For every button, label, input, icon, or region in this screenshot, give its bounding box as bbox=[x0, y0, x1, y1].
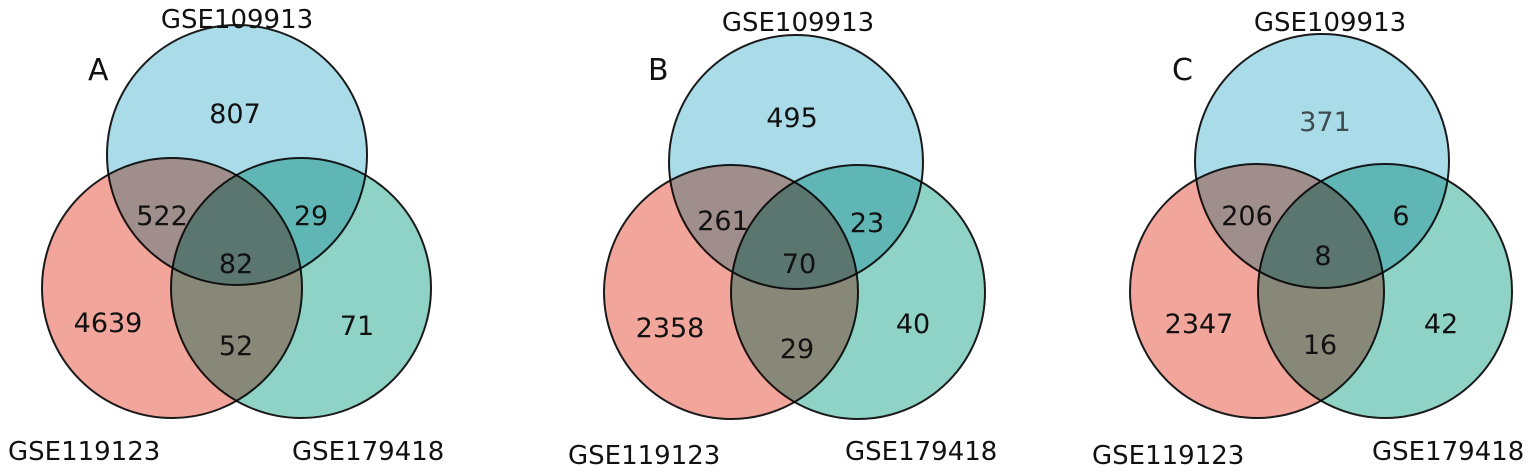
count-all: 82 bbox=[219, 249, 253, 280]
set-label-left: GSE119123 bbox=[1092, 441, 1244, 471]
set-label-left: GSE119123 bbox=[8, 437, 160, 467]
set-label-top: GSE109913 bbox=[161, 5, 313, 35]
count-left-only: 2358 bbox=[636, 313, 705, 344]
count-top-only: 807 bbox=[209, 99, 261, 130]
set-label-top: GSE109913 bbox=[1254, 8, 1406, 38]
set-label-top: GSE109913 bbox=[722, 8, 874, 38]
set-circle-right bbox=[730, 164, 986, 420]
panel-letter: A bbox=[88, 53, 109, 88]
set-label-right: GSE179418 bbox=[845, 437, 997, 467]
set-label-left: GSE119123 bbox=[568, 441, 720, 471]
count-all: 70 bbox=[782, 249, 816, 280]
count-top-right: 6 bbox=[1392, 201, 1409, 232]
count-left-only: 2347 bbox=[1165, 309, 1234, 340]
panel-letter: B bbox=[648, 53, 669, 88]
set-label-right: GSE179418 bbox=[292, 437, 444, 467]
panel-letter: C bbox=[1172, 53, 1193, 88]
count-right-only: 71 bbox=[340, 311, 374, 342]
count-all: 8 bbox=[1314, 241, 1331, 272]
set-circle-right bbox=[170, 157, 432, 419]
count-top-right: 23 bbox=[850, 208, 884, 239]
count-top-only: 371 bbox=[1299, 107, 1351, 138]
count-top-left: 261 bbox=[697, 206, 749, 237]
count-left-right: 16 bbox=[1303, 330, 1337, 361]
count-left-only: 4639 bbox=[74, 308, 143, 339]
venn-panel-c: C GSE109913 GSE119123 GSE179418 371 206 … bbox=[1092, 8, 1524, 471]
set-label-right: GSE179418 bbox=[1372, 437, 1524, 467]
count-top-left: 206 bbox=[1221, 201, 1273, 232]
count-right-only: 42 bbox=[1424, 309, 1458, 340]
count-left-right: 52 bbox=[219, 331, 253, 362]
count-top-right: 29 bbox=[294, 201, 328, 232]
venn-panel-a: A GSE109913 GSE119123 GSE179418 807 522 … bbox=[8, 5, 444, 467]
set-circle-right bbox=[1257, 163, 1513, 419]
count-top-left: 522 bbox=[136, 201, 188, 232]
count-left-right: 29 bbox=[780, 334, 814, 365]
venn-panel-b: B GSE109913 GSE119123 GSE179418 495 261 … bbox=[568, 8, 997, 471]
count-top-only: 495 bbox=[766, 103, 818, 134]
count-right-only: 40 bbox=[896, 309, 930, 340]
